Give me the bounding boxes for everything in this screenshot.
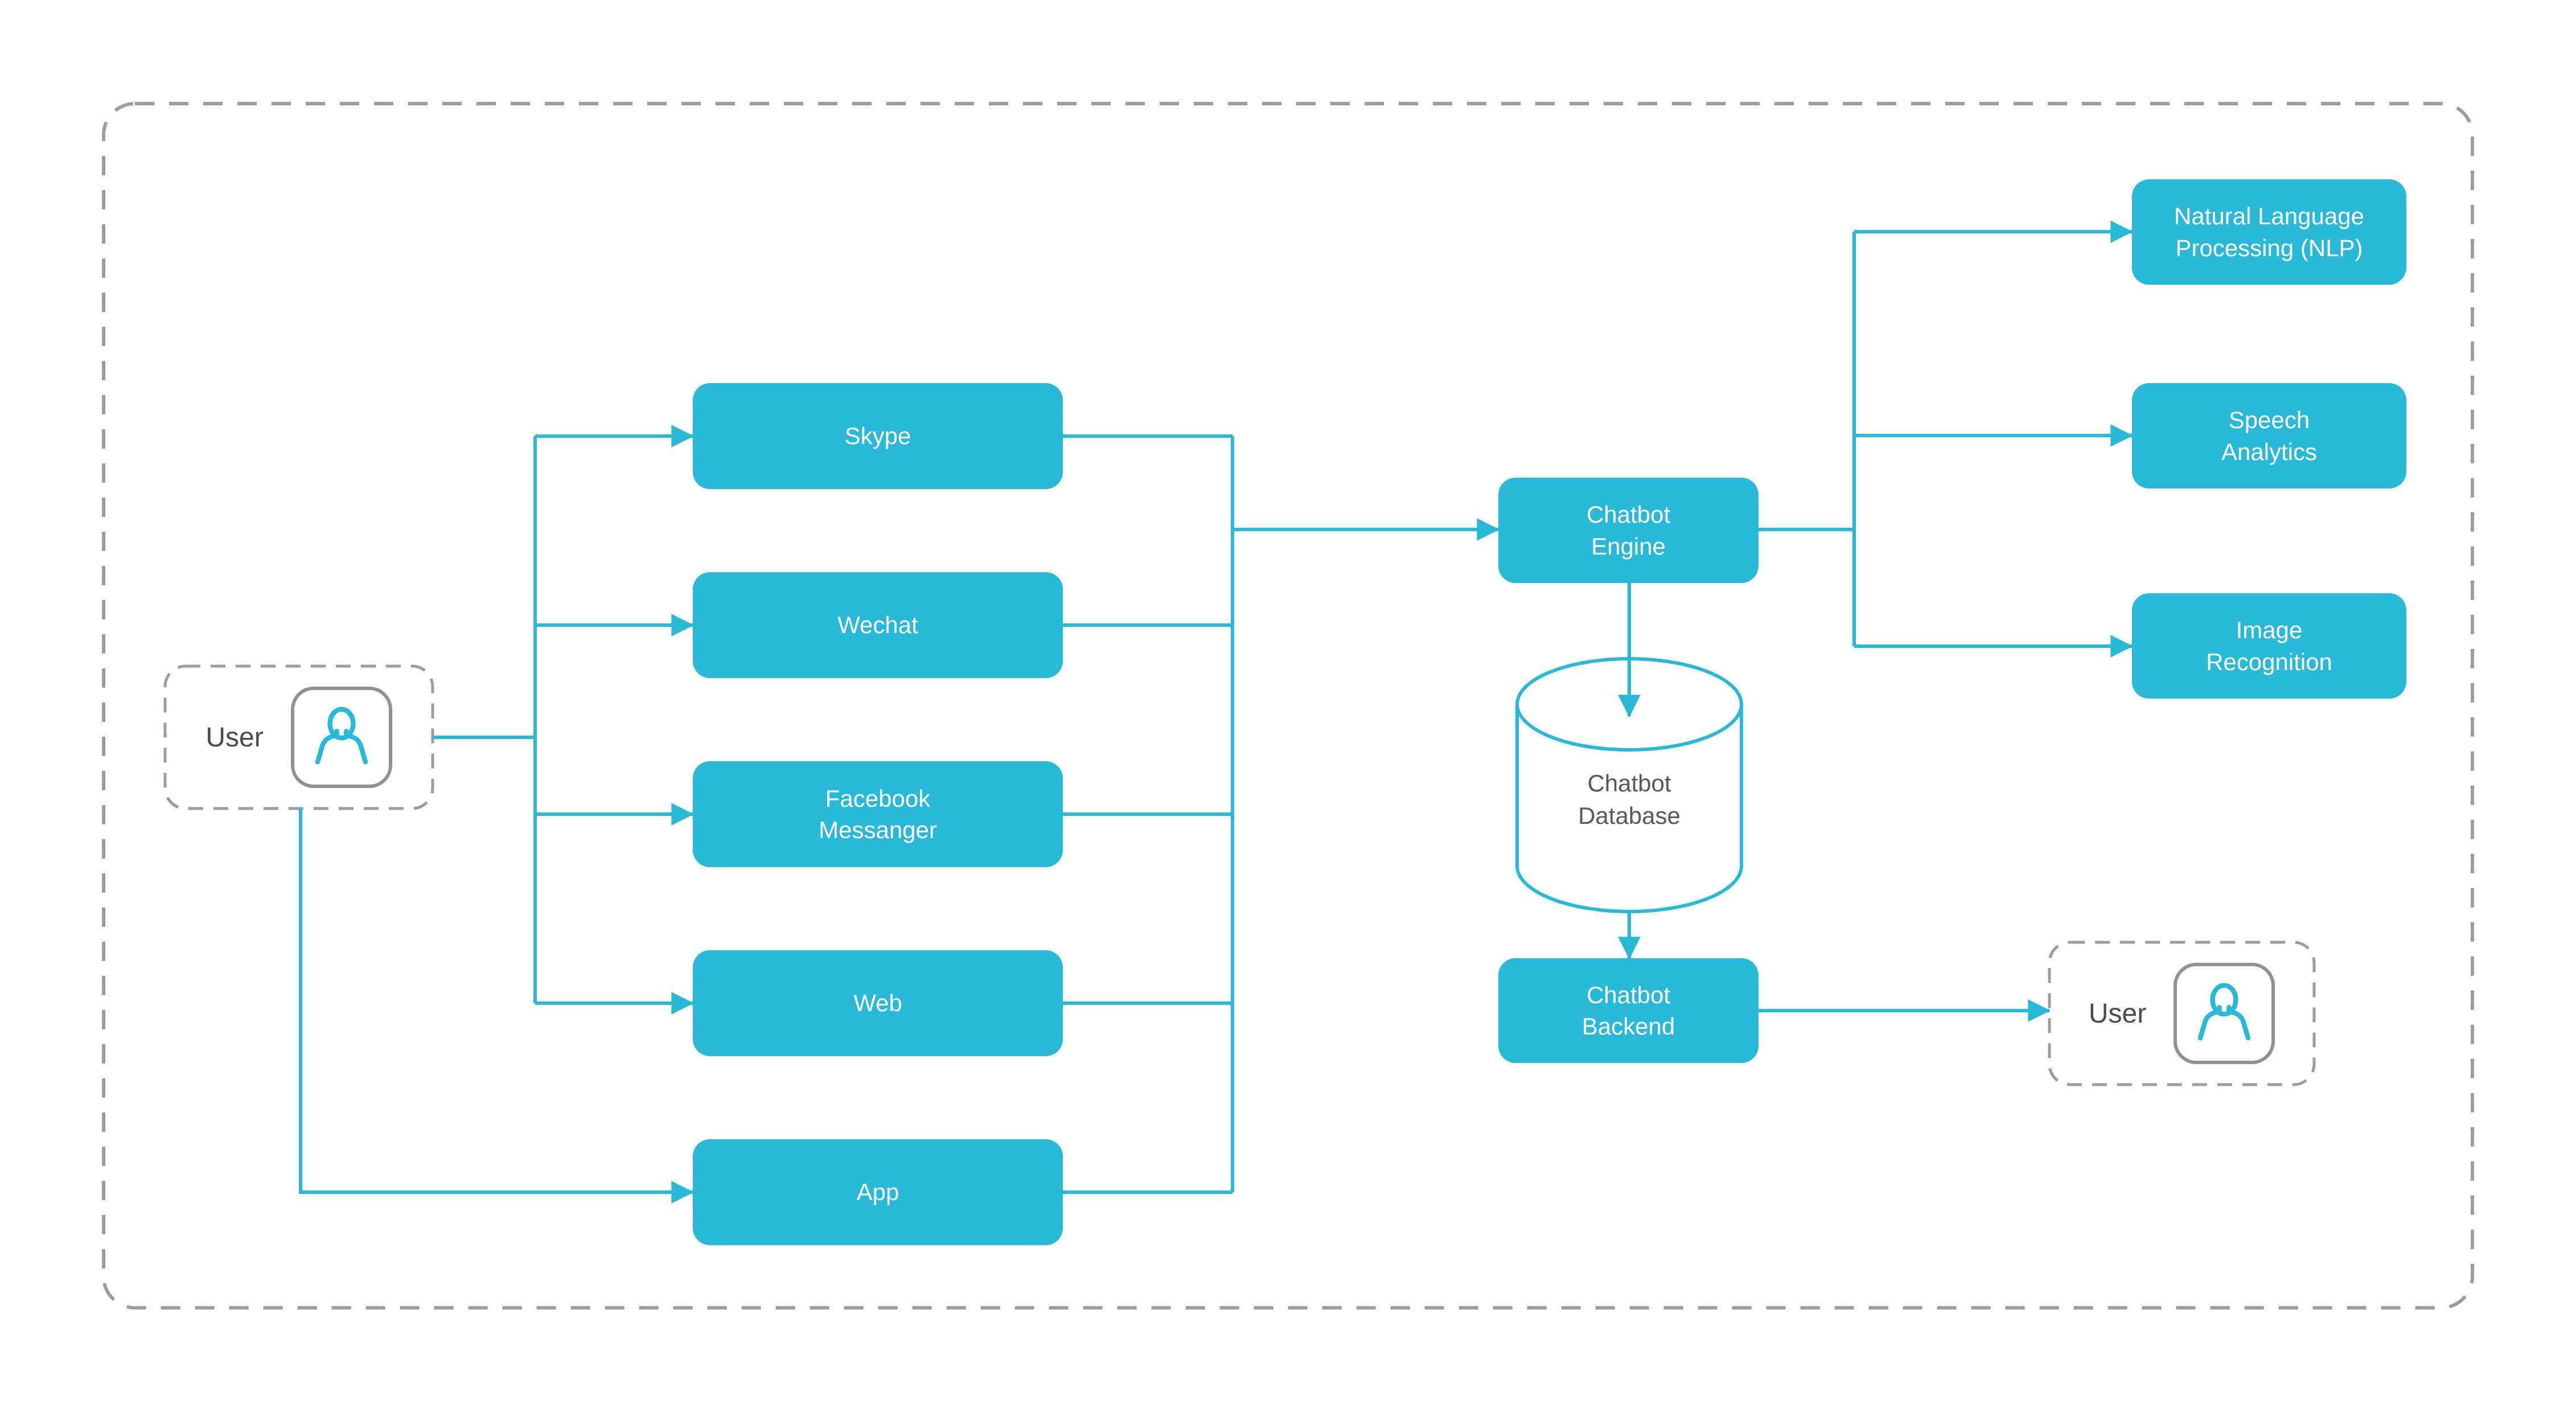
node-label-line2: Recognition [2206,648,2332,675]
node-facebook-messanger: Facebook Messanger [693,761,1063,867]
user-right-frame [2048,941,2316,1086]
node-label-line2: Backend [1581,1013,1675,1040]
node-label-line2: Messanger [819,816,937,843]
node-nlp: Natural Language Processing (NLP) [2132,179,2406,285]
user-left-icon-tile [290,687,392,788]
node-label: Web [853,990,902,1017]
node-label-line1: Facebook [825,785,931,812]
person-icon [315,707,368,765]
node-label-line1: Speech [2228,407,2310,434]
node-label-line2: Processing (NLP) [2175,234,2363,261]
node-label: App [856,1179,899,1206]
node-label-line2: Analytics [2221,438,2318,465]
node-label-line2: Database [1578,802,1681,829]
node-app: App [693,1139,1063,1245]
node-label-line1: Chatbot [1586,981,1671,1008]
user-right-icon-tile [2174,963,2275,1064]
diagram-boundary [102,102,2474,1310]
node-label: Skype [844,422,911,450]
node-wechat: Wechat [693,572,1063,678]
person-icon [2197,983,2251,1041]
node-label-line1: Chatbot [1586,501,1671,528]
node-chatbot-backend: Chatbot Backend [1498,958,1759,1063]
node-label-line1: Image [2236,617,2303,644]
node-chatbot-database: Chatbot Database [1518,740,1740,860]
node-user-left: User [165,666,433,808]
node-label-line2: Engine [1591,532,1666,560]
node-label: Wechat [837,611,918,639]
node-speech-analytics: Speech Analytics [2132,383,2406,489]
node-chatbot-engine: Chatbot Engine [1498,478,1759,583]
edge-user-to-app [299,808,694,1204]
user-right-label: User [2088,998,2147,1029]
node-image-recognition: Image Recognition [2132,593,2406,699]
database-cylinder-body [1515,704,1743,913]
node-web: Web [693,950,1063,1056]
node-label-line1: Natural Language [2174,203,2364,230]
node-label-line1: Chatbot [1587,770,1671,797]
node-skype: Skype [693,383,1063,489]
user-left-label: User [206,722,264,753]
node-user-right: User [2049,942,2314,1085]
